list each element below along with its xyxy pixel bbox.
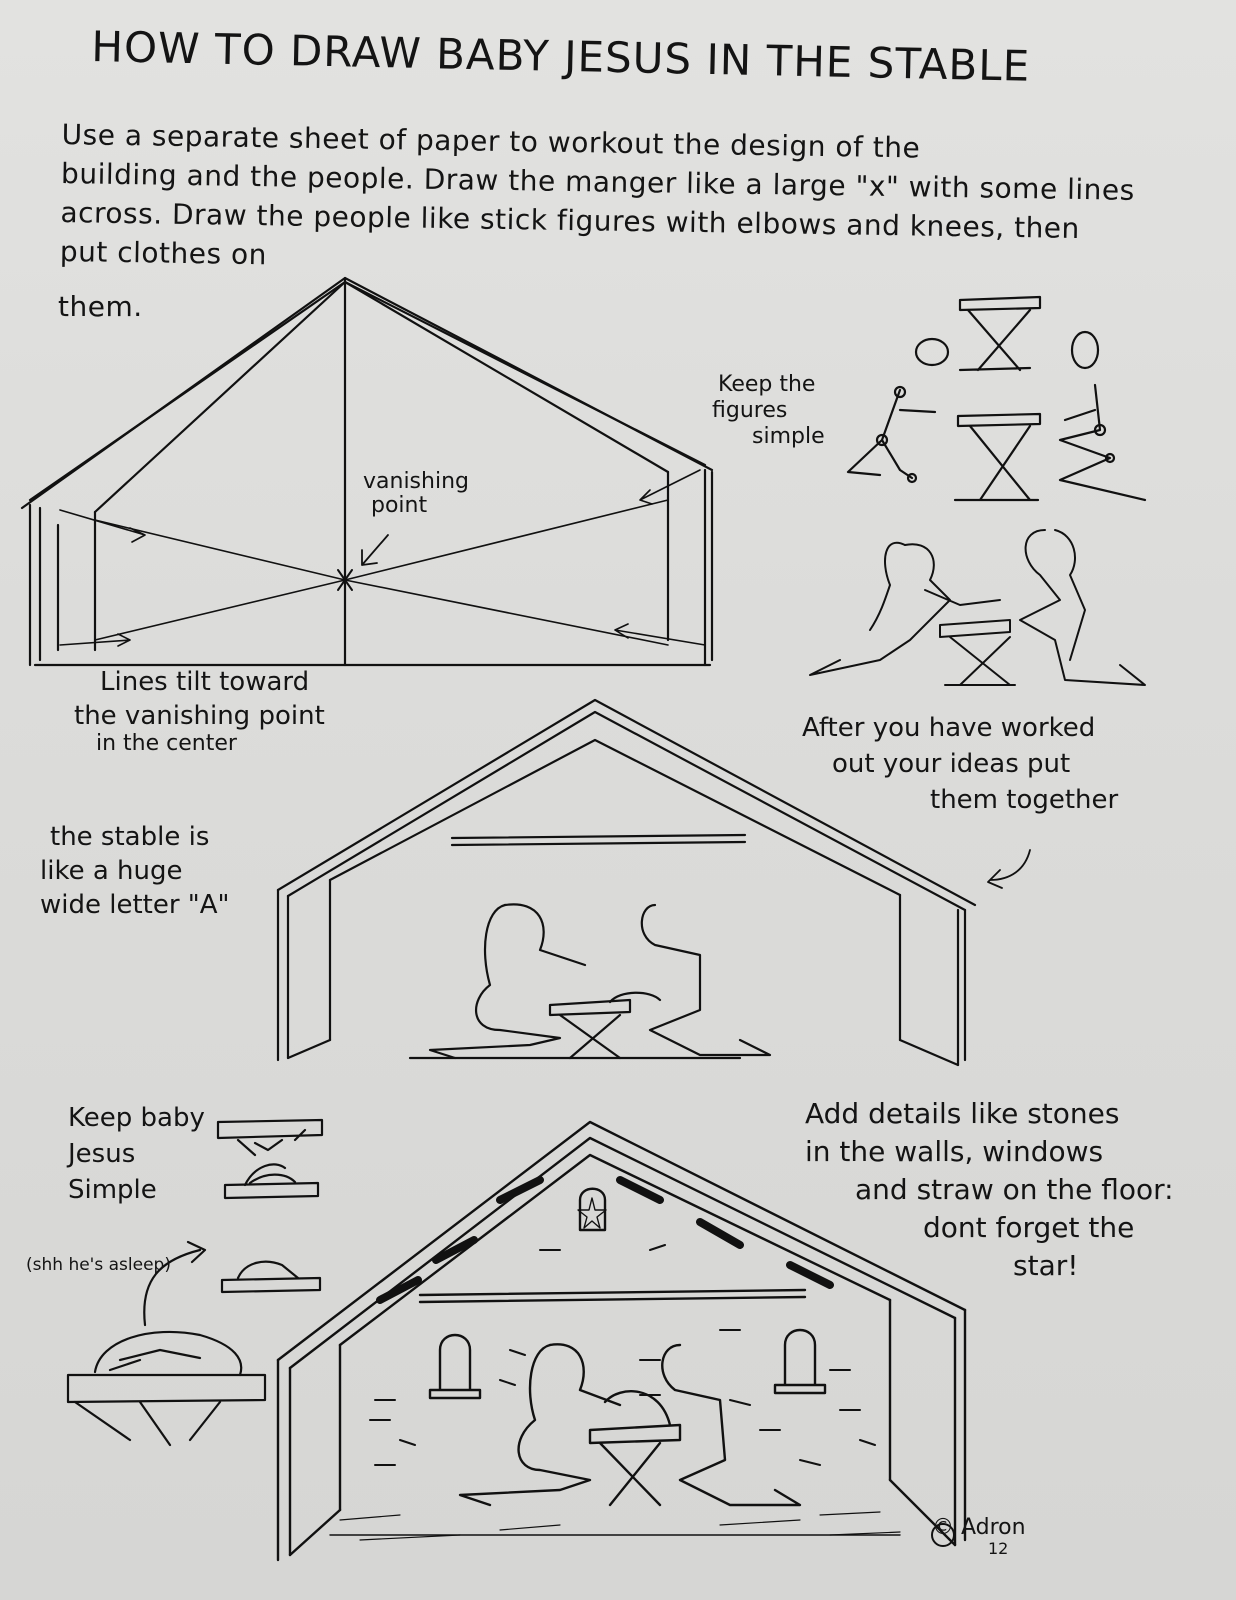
note-line: star!	[1013, 1249, 1079, 1282]
note-line: dont forget the	[923, 1211, 1135, 1244]
note-line: Simple	[68, 1175, 157, 1205]
copyright-icon	[931, 1523, 955, 1547]
detailed-stable-drawing	[276, 1120, 967, 1562]
intro-last-line: them.	[58, 290, 143, 323]
stable-a-frame-drawing	[276, 698, 977, 1067]
kneeling-figures-sketch	[809, 529, 1146, 686]
note-line: and straw on the floor:	[855, 1173, 1174, 1206]
arrow-icon	[987, 849, 1031, 889]
note-line: Keep the	[718, 372, 816, 397]
vanishing-point-label: vanishing point	[363, 470, 469, 518]
perspective-stable-sketch	[20, 276, 714, 667]
signature-name: © Adron	[932, 1515, 1026, 1540]
note-line: Keep baby	[68, 1103, 205, 1133]
note-line: Add details like stones	[805, 1097, 1120, 1130]
note-line: simple	[752, 424, 825, 449]
figures-note: Keep the figures simple	[712, 372, 825, 450]
note-line: them together	[930, 785, 1119, 815]
note-line: like a huge	[40, 856, 183, 886]
perspective-caption: Lines tilt toward the vanishing point in…	[74, 665, 325, 755]
note-line: Jesus	[68, 1139, 136, 1169]
note-line: wide letter "A"	[40, 890, 230, 920]
label-line: vanishing	[363, 469, 469, 494]
stick-figures-sketch	[846, 295, 1147, 502]
asleep-note: (shh he's asleep)	[26, 1255, 171, 1275]
signature-year: 12	[988, 1539, 1009, 1558]
signature: © Adron 12	[932, 1516, 1026, 1558]
combine-ideas-note: After you have worked out your ideas put…	[802, 710, 1118, 818]
caption-line: in the center	[96, 731, 237, 756]
note-line: the stable is	[50, 822, 210, 852]
caption-line: the vanishing point	[74, 701, 325, 731]
caption-line: Lines tilt toward	[100, 667, 310, 697]
baby-jesus-note: Keep baby Jesus Simple	[68, 1100, 205, 1208]
details-note: Add details like stones in the walls, wi…	[805, 1095, 1174, 1285]
baby-jesus-sketches	[66, 1118, 324, 1447]
note-line: figures	[712, 398, 788, 423]
note-line: in the walls, windows	[805, 1135, 1104, 1168]
label-line: point	[371, 493, 428, 518]
note-line: After you have worked	[802, 713, 1096, 743]
stable-shape-note: the stable is like a huge wide letter "A…	[40, 820, 230, 922]
note-line: out your ideas put	[832, 749, 1071, 779]
